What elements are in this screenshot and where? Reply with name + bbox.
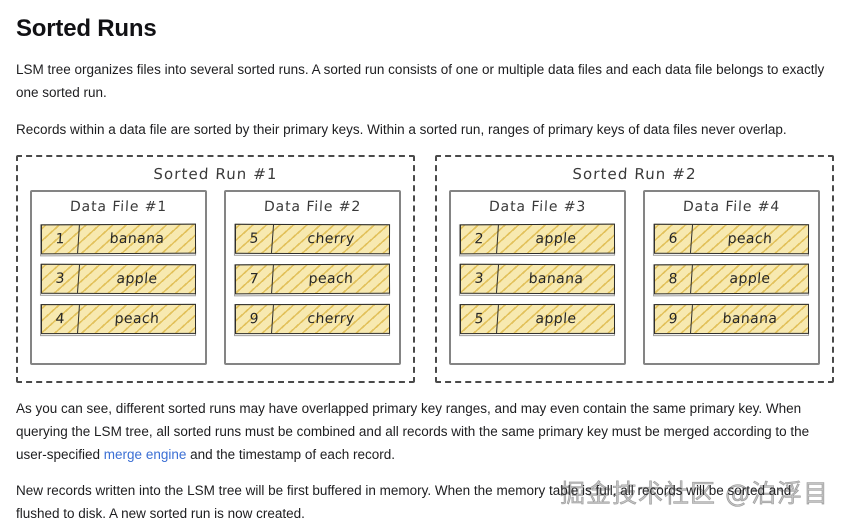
data-file-3-title: Data File #3 [488,199,587,215]
record-row: 5 cherry [234,223,391,255]
sorted-run-1-files: Data File #1 1 banana 3 apple 4 peach [30,190,401,365]
record-key: 3 [459,264,500,293]
data-file-1-title: Data File #1 [69,199,168,215]
paragraph-overlap-part1: As you can see, different sorted runs ma… [16,401,810,462]
paragraph-records-note: Records within a data file are sorted by… [16,122,787,137]
record-value: cherry [306,230,356,248]
record-value: banana [109,230,165,248]
record-key: 6 [653,224,694,253]
record-row: 3 apple [40,263,197,295]
record-row: 8 apple [653,263,810,295]
record-row: 2 apple [459,223,616,255]
record-value: apple [115,270,159,288]
record-key: 5 [234,224,275,253]
data-file-4-records: 6 peach 8 apple 9 banana [653,223,810,354]
record-key: 7 [235,265,274,294]
page-title: Sorted Runs [16,15,157,42]
record-key: 8 [654,265,693,294]
record-value: peach [308,270,354,288]
record-row: 9 banana [653,303,810,335]
data-file-3-records: 2 apple 3 banana 5 apple [459,223,616,354]
data-file-2-title: Data File #2 [263,199,362,215]
data-file-4-title: Data File #4 [682,199,781,215]
record-value: peach [114,310,160,328]
record-row: 7 peach [234,263,391,295]
sorted-runs-diagram: Sorted Run #1 Data File #1 1 banana 3 ap… [16,155,834,383]
record-row: 9 cherry [234,303,391,335]
record-key: 4 [41,305,80,334]
paragraph-overlap: As you can see, different sorted runs ma… [16,397,834,466]
record-value: peach [727,230,773,248]
record-key: 2 [460,225,499,254]
data-file-1: Data File #1 1 banana 3 apple 4 peach [30,190,207,365]
record-row: 3 banana [459,263,616,295]
record-key: 9 [654,305,693,334]
record-key: 5 [460,305,499,334]
data-file-2: Data File #2 5 cherry 7 peach 9 cherry [224,190,401,365]
record-value: banana [722,310,778,328]
data-file-1-records: 1 banana 3 apple 4 peach [40,223,197,354]
article-page: Sorted Runs LSM tree organizes files int… [0,14,850,526]
sorted-run-1-title: Sorted Run #1 [152,165,279,183]
record-value: cherry [306,310,356,328]
record-value: apple [535,310,577,328]
record-row: 6 peach [653,223,810,255]
data-file-3: Data File #3 2 apple 3 banana 5 apple [449,190,626,365]
sorted-run-2-files: Data File #3 2 apple 3 banana 5 apple [449,190,820,365]
record-key: 1 [41,225,80,254]
paragraph-intro: LSM tree organizes files into several so… [16,62,825,100]
merge-engine-link[interactable]: merge engine [103,447,187,462]
paragraph-memory-note: New records written into the LSM tree wi… [16,483,792,521]
record-row: 5 apple [459,303,616,335]
record-key: 9 [235,305,274,334]
sorted-run-1: Sorted Run #1 Data File #1 1 banana 3 ap… [16,155,415,383]
record-value: banana [528,270,584,288]
paragraph-overlap-part2: and the timestamp of each record. [186,447,395,462]
sorted-run-2-title: Sorted Run #2 [571,165,698,183]
data-file-2-records: 5 cherry 7 peach 9 cherry [234,223,391,354]
data-file-4: Data File #4 6 peach 8 apple 9 banana [643,190,820,365]
record-row: 1 banana [40,223,197,255]
record-value: apple [729,270,771,288]
record-value: apple [535,230,577,248]
record-key: 3 [40,264,81,293]
sorted-run-2: Sorted Run #2 Data File #3 2 apple 3 ban… [435,155,834,383]
record-row: 4 peach [40,303,197,335]
